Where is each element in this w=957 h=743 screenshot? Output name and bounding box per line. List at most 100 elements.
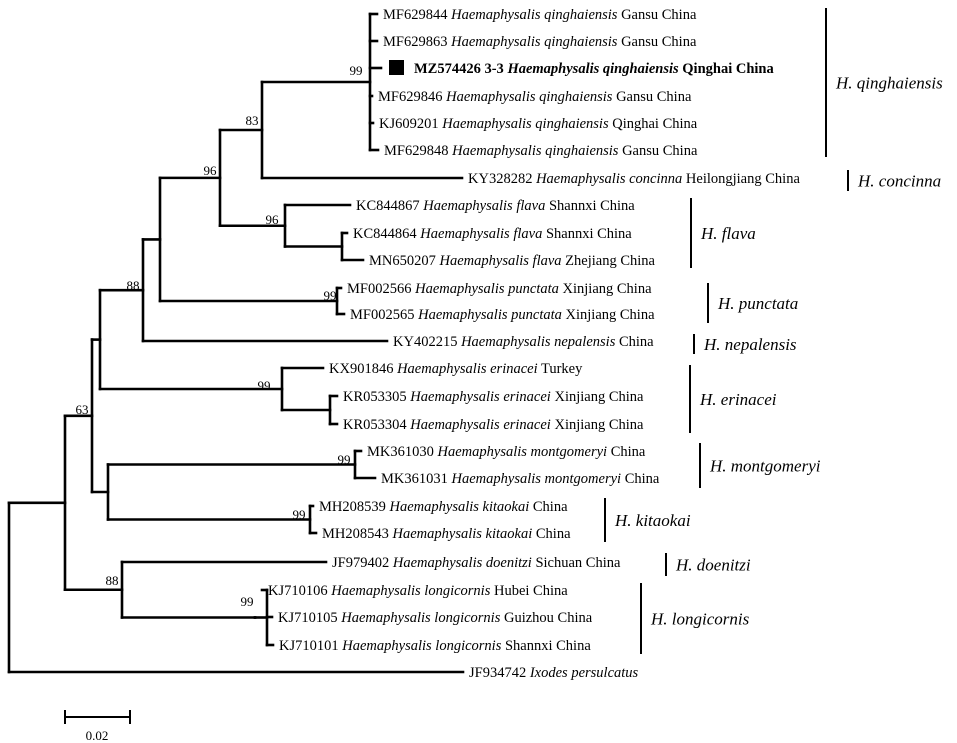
leaf-genus: Haemaphysalis [448,143,541,159]
leaf-species: punctata [508,307,562,323]
leaf-loc: Guizhou China [500,610,592,626]
scale-bar: 0.02 [64,710,131,743]
leaf-species: qinghaiensis [542,143,619,159]
tree-edges [7,12,465,674]
leaf-acc: MF629844 [383,7,448,23]
leaf-label-8: KC844864 Haemaphysalis flava Shannxi Chi… [353,226,632,242]
bootstrap-value-10: 88 [106,573,119,588]
leaf-species: longicornis [432,638,502,654]
leaf-genus: Haemaphysalis [532,171,625,187]
leaf-acc: KJ710101 [279,638,339,654]
leaf-acc: JF934742 [469,665,526,681]
clade-label-0: H. qinghaiensis [835,74,943,93]
leaf-genus: Haemaphysalis [504,61,600,77]
leaf-genus: Haemaphysalis [417,226,510,242]
leaf-loc: Xinjiang China [562,307,655,323]
leaf-genus: Haemaphysalis [407,417,500,433]
bootstrap-value-11: 99 [241,594,254,609]
leaf-label-5: MF629848 Haemaphysalis qinghaiensis Gans… [384,143,698,159]
leaf-acc: KJ710105 [278,610,338,626]
leaf-species: longicornis [421,583,491,599]
leaf-loc: Xinjiang China [551,417,644,433]
leaf-label-10: MF002566 Haemaphysalis punctata Xinjiang… [347,281,652,297]
bootstrap-value-3: 96 [266,212,280,227]
leaf-genus: Ixodes [526,665,568,681]
leaf-species: flava [513,198,546,214]
bootstrap-value-5: 88 [127,278,140,293]
leaf-loc: China [607,444,646,460]
clade-label-4: H. nepalensis [703,335,797,354]
leaf-loc: Turkey [538,361,583,377]
leaf-acc: MN650207 [369,253,436,269]
leaf-genus: Haemaphysalis [447,7,540,23]
bootstrap-value-1: 83 [246,113,259,128]
leaf-genus: Haemaphysalis [434,444,527,460]
leaf-genus: Haemaphysalis [457,334,550,350]
leaf-acc: KY402215 [393,334,457,350]
bootstrap-value-9: 99 [293,507,306,522]
leaf-label-2: MZ574426 3-3 Haemaphysalis qinghaiensis … [414,61,774,77]
leaf-genus: Haemaphysalis [436,253,529,269]
leaf-label-21: KJ710106 Haemaphysalis longicornis Hubei… [268,583,568,599]
leaf-label-4: KJ609201 Haemaphysalis qinghaiensis Qing… [379,116,698,132]
leaf-acc: MK361031 [381,471,448,487]
clade-label-2: H. flava [700,224,756,243]
leaf-species: punctata [505,281,559,297]
tree-leaves: MF629844 Haemaphysalis qinghaiensis Gans… [268,7,800,681]
leaf-species: montgomeryi [527,444,607,460]
leaf-genus: Haemaphysalis [420,198,513,214]
leaf-acc: MF629848 [384,143,448,159]
leaf-acc: JF979402 [332,555,389,571]
leaf-genus: Haemaphysalis [389,555,482,571]
leaf-loc: China [532,526,571,542]
leaf-acc: MK361030 [367,444,434,460]
leaf-loc: Gansu China [612,89,692,105]
bootstrap-value-6: 99 [258,378,271,393]
leaf-acc: MH208539 [319,499,386,515]
leaf-label-13: KX901846 Haemaphysalis erinacei Turkey [329,361,583,377]
leaf-genus: Haemaphysalis [447,34,540,50]
leaf-loc: Gansu China [617,7,697,23]
bootstrap-value-8: 99 [338,452,351,467]
leaf-label-1: MF629863 Haemaphysalis qinghaiensis Gans… [383,34,697,50]
leaf-genus: Haemaphysalis [328,583,421,599]
clade-label-6: H. montgomeryi [709,457,821,476]
leaf-loc: Shannxi China [545,198,635,214]
leaf-genus: Haemaphysalis [414,307,507,323]
leaf-species: flava [529,253,562,269]
bootstrap-value-7: 63 [76,402,89,417]
clade-label-5: H. erinacei [699,390,777,409]
leaf-label-7: KC844867 Haemaphysalis flava Shannxi Chi… [356,198,635,214]
leaf-loc: Shannxi China [501,638,591,654]
leaf-acc: KY328282 [468,171,532,187]
leaf-species: nepalensis [551,334,616,350]
clade-label-3: H. punctata [717,294,798,313]
leaf-genus: Haemaphysalis [442,89,535,105]
leaf-label-11: MF002565 Haemaphysalis punctata Xinjiang… [350,307,655,323]
leaf-label-0: MF629844 Haemaphysalis qinghaiensis Gans… [383,7,697,23]
leaf-acc: MZ574426 3-3 [414,61,504,77]
leaf-label-15: KR053304 Haemaphysalis erinacei Xinjiang… [343,417,644,433]
leaf-acc: KR053304 [343,417,407,433]
leaf-species: qinghaiensis [536,89,613,105]
leaf-acc: KC844864 [353,226,417,242]
leaf-genus: Haemaphysalis [386,499,479,515]
leaf-label-6: KY328282 Haemaphysalis concinna Heilongj… [468,171,800,187]
leaf-acc: MF629863 [383,34,447,50]
leaf-genus: Haemaphysalis [439,116,532,132]
bootstrap-value-2: 96 [204,163,218,178]
leaf-label-3: MF629846 Haemaphysalis qinghaiensis Gans… [378,89,692,105]
leaf-species: montgomeryi [541,471,621,487]
leaf-acc: MH208543 [322,526,389,542]
leaf-species: erinacei [500,389,551,405]
leaf-acc: MF629846 [378,89,442,105]
clade-label-7: H. kitaokai [614,511,691,530]
leaf-loc: Hubei China [490,583,568,599]
leaf-genus: Haemaphysalis [339,638,432,654]
leaf-genus: Haemaphysalis [393,361,486,377]
leaf-loc: China [529,499,568,515]
leaf-acc: KR053305 [343,389,407,405]
leaf-acc: KJ710106 [268,583,328,599]
leaf-genus: Haemaphysalis [389,526,482,542]
